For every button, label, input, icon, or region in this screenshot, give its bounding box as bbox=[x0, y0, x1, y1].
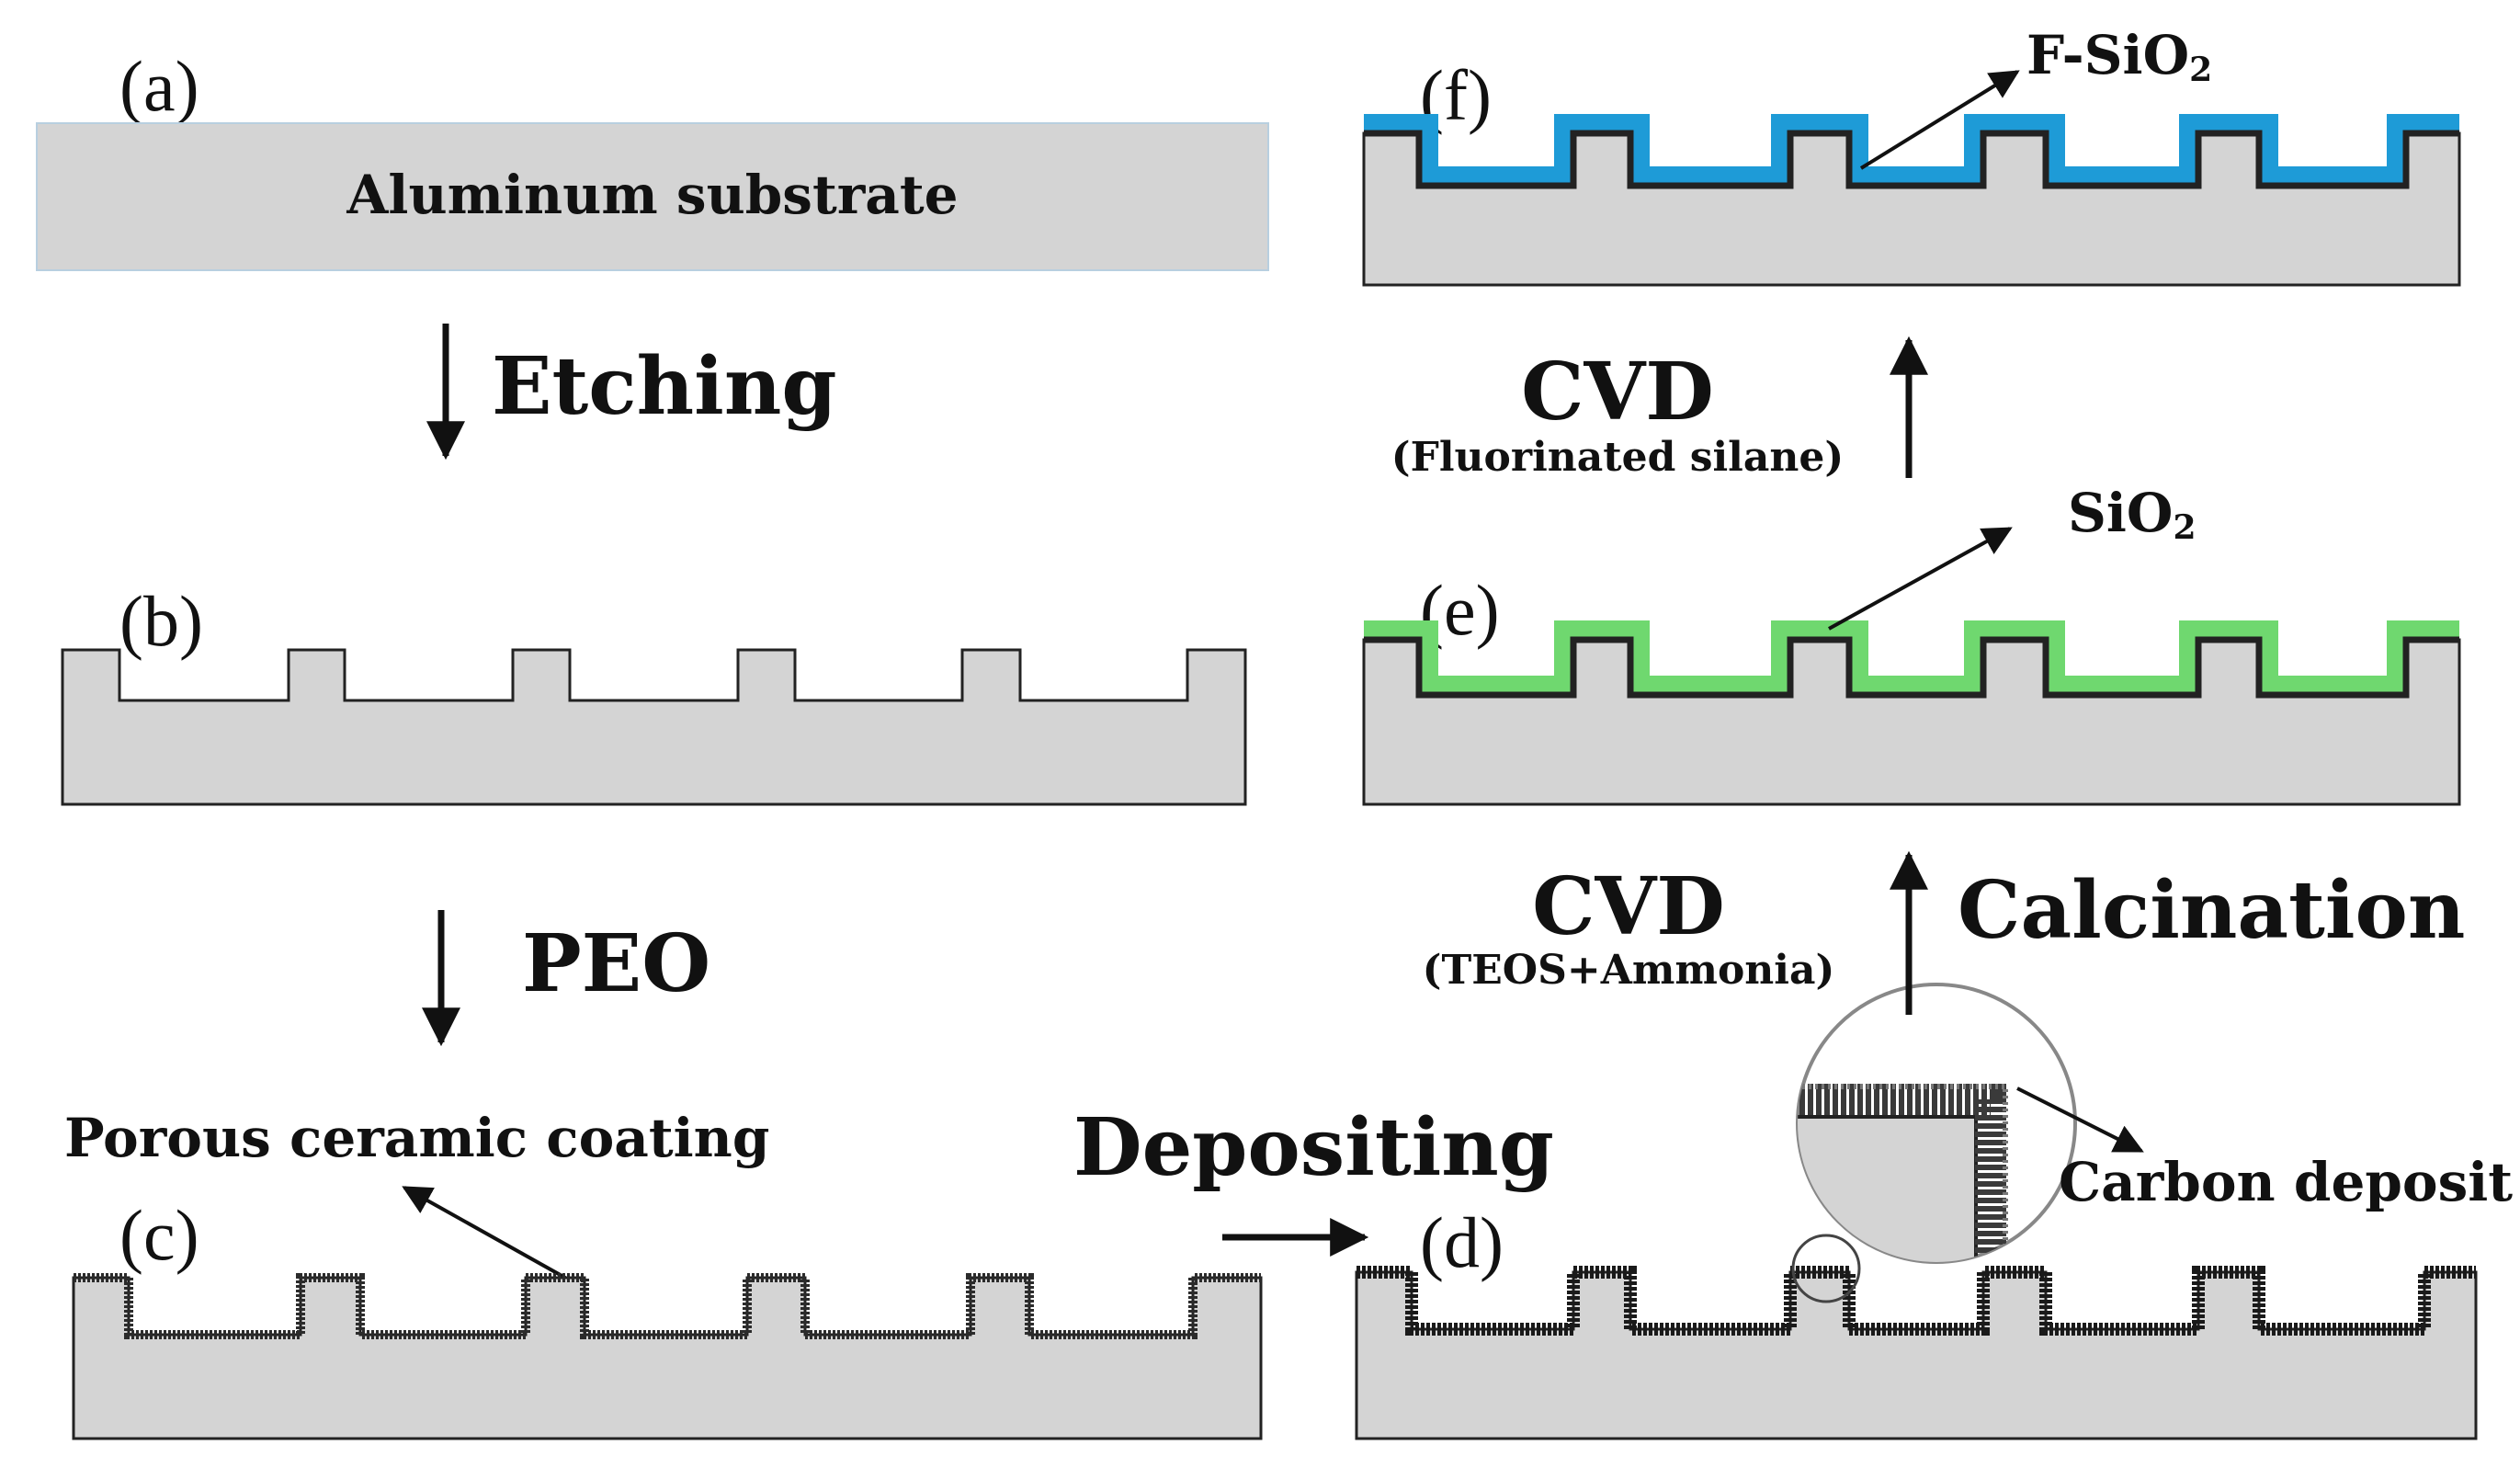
detail-marker-circle bbox=[1791, 1234, 1861, 1303]
zoom-inset bbox=[1796, 983, 2077, 1264]
zoom-carbon-texture bbox=[1798, 1084, 2008, 1262]
cvd1-subtitle: (TEOS+Ammonia) bbox=[1423, 947, 1835, 994]
panel-d: (d) Carbon deposit bbox=[1355, 983, 2513, 1440]
panel-b: (b) bbox=[61, 581, 1247, 806]
step-cvd-fluorinated: CVD (Fluorinated silane) bbox=[1391, 336, 1928, 481]
fsio2-label: F-SiO2 bbox=[2026, 24, 2212, 89]
panel-f: (f) F-SiO2 bbox=[1362, 24, 2461, 287]
aluminum-substrate-label: Aluminum substrate bbox=[346, 164, 958, 226]
peo-label: PEO bbox=[522, 917, 710, 1010]
sio2-substrate bbox=[1362, 638, 2461, 806]
carbon-coated-substrate bbox=[1355, 1270, 2478, 1440]
cvd2-subtitle: (Fluorinated silane) bbox=[1391, 434, 1844, 481]
panel-c: Porous ceramic coating (c) bbox=[64, 1107, 1263, 1440]
panel-d-letter: (d) bbox=[1420, 1202, 1504, 1282]
fsio2-pointer bbox=[1859, 70, 2020, 170]
step-etching: Etching bbox=[426, 324, 837, 461]
sio2-carbon-base bbox=[1364, 636, 2459, 699]
etching-label: Etching bbox=[492, 340, 837, 433]
panel-a: (a) Aluminum substrate bbox=[36, 46, 1269, 271]
step-cvd-teos: CVD (TEOS+Ammonia) Calcination bbox=[1423, 850, 2465, 1015]
fsio2-coating bbox=[1364, 114, 2459, 183]
panel-a-letter: (a) bbox=[119, 46, 199, 126]
panel-c-letter: (c) bbox=[119, 1195, 199, 1275]
cvd2-title: CVD bbox=[1521, 346, 1714, 438]
carbon-deposit-label: Carbon deposit bbox=[2059, 1151, 2513, 1213]
peo-substrate bbox=[72, 1276, 1263, 1440]
sio2-pointer bbox=[1828, 527, 2013, 631]
zoom-carbon-layer bbox=[1798, 1084, 2006, 1262]
aluminum-substrate bbox=[36, 122, 1269, 271]
panel-b-letter: (b) bbox=[119, 581, 203, 661]
sio2-label: SiO2 bbox=[2068, 482, 2196, 547]
porous-coating-label: Porous ceramic coating bbox=[64, 1107, 769, 1169]
calcination-label: Calcination bbox=[1958, 864, 2465, 957]
porous-coating-pointer bbox=[402, 1186, 566, 1280]
fsio2-substrate bbox=[1362, 131, 2461, 287]
carbon-deposit-pointer bbox=[2016, 1086, 2144, 1153]
fsio2-carbon-base bbox=[1364, 130, 2459, 189]
carbon-deposit-layer bbox=[1356, 1266, 2476, 1336]
step-depositing: Depositing bbox=[1073, 1101, 1554, 1257]
depositing-label: Depositing bbox=[1073, 1101, 1554, 1194]
etched-substrate bbox=[61, 648, 1247, 806]
step-peo: PEO bbox=[422, 910, 710, 1047]
panel-e: (e) SiO2 bbox=[1362, 482, 2461, 806]
cvd1-title: CVD bbox=[1532, 860, 1725, 953]
porous-ceramic-coating bbox=[74, 1273, 1261, 1339]
sio2-coating bbox=[1364, 620, 2459, 692]
